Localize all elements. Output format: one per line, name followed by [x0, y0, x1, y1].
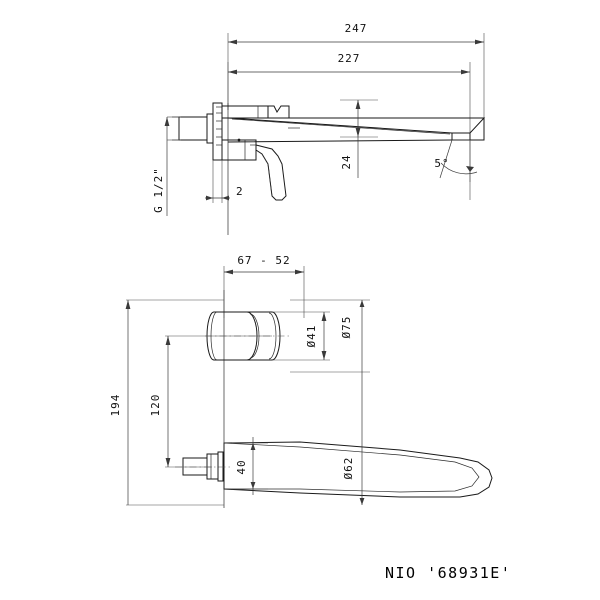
- dimension-dia-75: Ø75: [290, 299, 370, 373]
- inlet-connector: [172, 113, 214, 144]
- dimension-2: 2: [205, 160, 244, 203]
- mixer-body-side: [221, 105, 290, 161]
- dimension-24: 24: [340, 99, 378, 178]
- front-inlet-connector: [175, 451, 232, 482]
- front-elevation-view: 67 - 52: [109, 254, 493, 508]
- dimension-40: 40: [232, 437, 268, 495]
- dimension-120-label: 120: [149, 394, 162, 417]
- side-elevation-view: 247 227: [152, 22, 486, 235]
- lever-handle-side: [250, 144, 287, 201]
- dimension-5-degrees: 5°: [434, 139, 478, 182]
- dimension-227-label: 227: [338, 52, 361, 65]
- dimension-2-label: 2: [236, 185, 244, 198]
- dimension-dia-41-label: Ø41: [305, 325, 318, 348]
- dimension-g-half-inch-label: G 1/2": [152, 167, 165, 213]
- dimension-dia-41: Ø41: [272, 311, 330, 361]
- spout-side-profile: [227, 117, 486, 143]
- dimension-227: 227: [228, 52, 470, 75]
- dimension-194-label: 194: [109, 394, 122, 417]
- dimension-40-label: 40: [235, 459, 248, 474]
- dimension-67-52: 67 - 52: [224, 254, 304, 275]
- dimension-194: 194: [109, 299, 224, 506]
- dimension-67-52-label: 67 - 52: [237, 254, 290, 267]
- dimension-dia-75-label: Ø75: [340, 316, 353, 339]
- dimension-120: 120: [149, 335, 272, 468]
- front-extension-lines: [223, 266, 305, 318]
- dimension-24-label: 24: [340, 154, 353, 169]
- drawing-title-label: NIO '68931E': [385, 564, 511, 582]
- side-detail-dot: [237, 138, 241, 142]
- wall-plate: [212, 102, 223, 161]
- dimension-247: 247: [228, 22, 484, 45]
- dimension-5-degrees-label: 5°: [434, 157, 449, 170]
- dimension-dia-62-label: Ø62: [342, 457, 355, 480]
- dimension-dia-62: Ø62: [342, 372, 365, 505]
- dimension-247-label: 247: [345, 22, 368, 35]
- dimension-g-half-inch: G 1/2": [152, 116, 181, 216]
